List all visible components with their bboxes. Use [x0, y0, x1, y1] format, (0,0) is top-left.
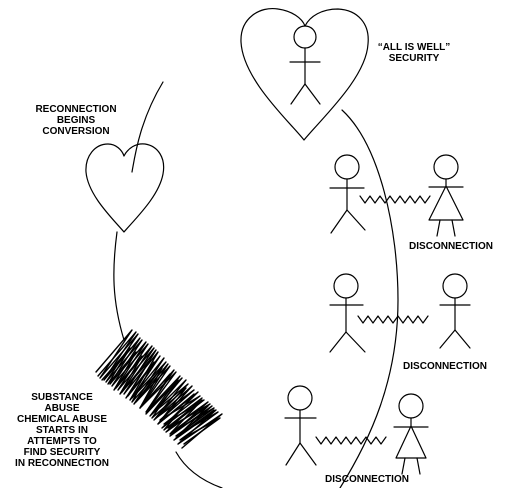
substance-line-5: ATTEMPTS TO [27, 436, 97, 447]
secure-person-icon [289, 25, 321, 105]
reconnection-heart-icon [85, 143, 165, 233]
couple-3-tension-line [315, 436, 387, 445]
reconnection-line-3: CONVERSION [42, 126, 110, 137]
disconnection-label-1: DISCONNECTION [409, 241, 493, 252]
couple-1-tension-line [359, 195, 431, 204]
couple-2-tension-line [357, 315, 429, 324]
substance-line-7: IN RECONNECTION [15, 458, 109, 469]
couple-3-man-icon [284, 385, 317, 466]
reconnection-label: RECONNECTION BEGINS CONVERSION [26, 104, 126, 137]
substance-line-2: ABUSE [44, 403, 80, 414]
couple-1-woman-icon [428, 154, 464, 237]
substance-line-4: STARTS IN [35, 425, 89, 436]
cycle-arc-left-bottom [175, 451, 223, 488]
cycle-arc-left-middle [113, 231, 125, 341]
couple-2-person-icon [439, 273, 471, 349]
couple-3-woman-icon [393, 393, 429, 475]
all-is-well-security-label: “ALL IS WELL” SECURITY [372, 42, 456, 64]
reconnection-line-2: BEGINS [56, 115, 96, 126]
disconnection-label-3: DISCONNECTION [325, 474, 409, 485]
substance-line-1: SUBSTANCE [31, 392, 93, 403]
disconnection-label-2: DISCONNECTION [403, 361, 487, 372]
couple-1-man-icon [329, 154, 366, 234]
all-is-well-line-2: SECURITY [388, 53, 440, 64]
all-is-well-line-1: “ALL IS WELL” [377, 42, 451, 53]
couple-2-man-icon [329, 273, 366, 353]
substance-abuse-label: SUBSTANCE ABUSE CHEMICAL ABUSE STARTS IN… [0, 392, 124, 469]
substance-line-3: CHEMICAL ABUSE [16, 414, 107, 425]
substance-abuse-scribble-icon [95, 329, 223, 449]
cycle-arc-right [339, 109, 399, 488]
substance-line-6: FIND SECURITY [23, 447, 101, 458]
cycle-arc-left-top [131, 81, 164, 173]
reconnection-line-1: RECONNECTION [35, 104, 117, 115]
